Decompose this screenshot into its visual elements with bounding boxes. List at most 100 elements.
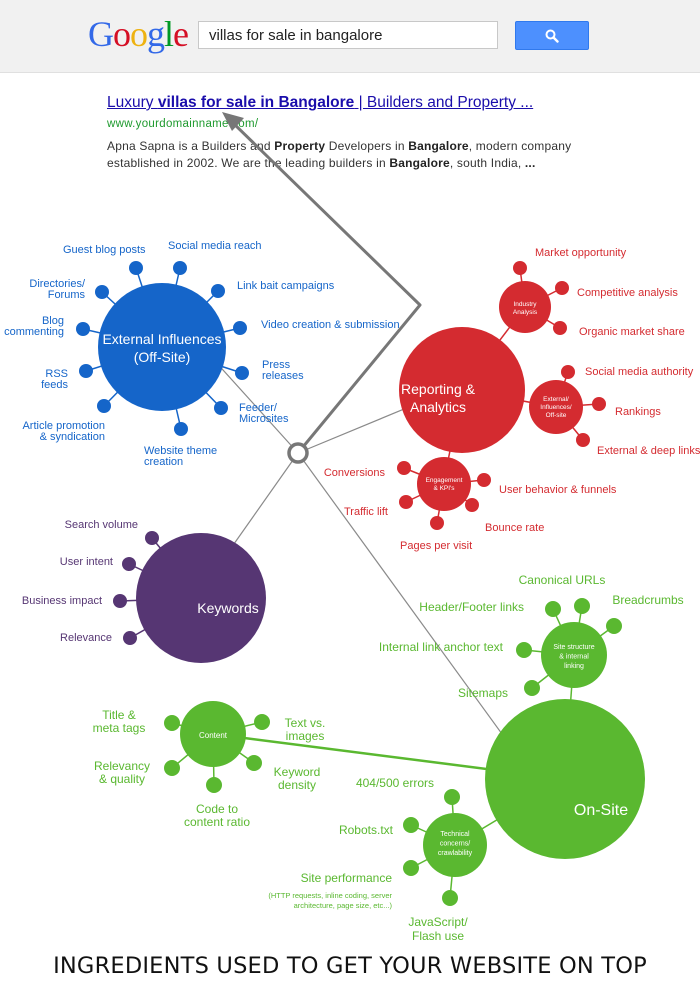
- label-line: Bounce rate: [485, 522, 544, 534]
- label-line: Microsites: [239, 413, 289, 425]
- reporting-analytics-label: Reporting &Analytics: [401, 381, 476, 415]
- leaf-dot: [430, 516, 444, 530]
- result-title-link[interactable]: Luxury villas for sale in Bangalore | Bu…: [107, 94, 627, 112]
- label-line: Directories/: [29, 278, 86, 290]
- reporting-analytics-circle: [399, 327, 525, 453]
- engagement-item-label: Pages per visit: [400, 540, 472, 552]
- label-line: architecture, page size, etc...): [294, 901, 393, 910]
- text-fragment: Bangalore: [389, 156, 450, 170]
- label-line: Site performance: [301, 871, 393, 885]
- label-line: (HTTP requests, inline coding, server: [268, 891, 392, 900]
- label-line: Site structure: [553, 644, 594, 651]
- leaf-dot: [76, 322, 90, 336]
- leaf-dot: [122, 557, 136, 571]
- site-structure-item-label: Sitemaps: [458, 686, 508, 700]
- external-item-label: Directories/Forums: [29, 278, 86, 301]
- label-line: Search volume: [65, 519, 138, 531]
- label-line: Header/Footer links: [419, 600, 524, 614]
- label-line: JavaScript/: [408, 915, 468, 929]
- text-fragment: Developers in: [325, 139, 409, 153]
- label-line: Press: [262, 359, 291, 371]
- external-item-label: Link bait campaigns: [237, 280, 335, 292]
- leaf-dot: [95, 285, 109, 299]
- label-line: Traffic lift: [344, 506, 388, 518]
- label-line: External/: [543, 396, 569, 403]
- keywords-circle: [136, 533, 266, 663]
- technical-item-label: Site performance: [301, 871, 393, 885]
- leaf-dot: [174, 422, 188, 436]
- technical-concerns-circle: [423, 813, 487, 877]
- footer-caption: INGREDIENTS USED TO GET YOUR WEBSITE ON …: [53, 953, 647, 979]
- label-line: Link bait campaigns: [237, 280, 335, 292]
- keyword-item-label: Business impact: [22, 595, 102, 607]
- google-logo[interactable]: Google: [88, 14, 189, 54]
- text-fragment: Apna Sapna is a Builders and: [107, 139, 275, 153]
- leaf-dot: [516, 642, 532, 658]
- label-line: Technical: [440, 831, 470, 838]
- leaf-dot: [145, 531, 159, 545]
- label-line: Content: [199, 731, 228, 740]
- external-item-label: Social media reach: [168, 240, 262, 252]
- text-fragment: Luxury: [107, 94, 158, 111]
- technical-item-label: JavaScript/Flash use: [408, 915, 468, 943]
- leaf-dot: [164, 760, 180, 776]
- search-input[interactable]: [198, 21, 498, 49]
- label-line: Code to: [196, 802, 238, 816]
- leaf-dot: [123, 631, 137, 645]
- label-line: content ratio: [184, 815, 250, 829]
- industry-item-label: Competitive analysis: [577, 287, 678, 299]
- content-circle: [180, 701, 246, 767]
- leaf-dot: [592, 397, 606, 411]
- label-line: User intent: [60, 556, 113, 568]
- label-line: Website theme: [144, 445, 217, 457]
- leaf-dot: [442, 890, 458, 906]
- logo-letter: e: [173, 14, 189, 54]
- logo-letter: G: [88, 14, 114, 54]
- industry-item-label: Market opportunity: [535, 247, 627, 259]
- leaf-dot: [254, 714, 270, 730]
- leaf-dot: [553, 321, 567, 335]
- label-line: Market opportunity: [535, 247, 627, 259]
- leaf-dot: [397, 461, 411, 475]
- label-line: releases: [262, 370, 304, 382]
- site-structure-item-label: Canonical URLs: [519, 573, 606, 587]
- external-influences-circle: [98, 283, 226, 411]
- technical-item-label: 404/500 errors: [356, 776, 434, 790]
- text-fragment: villas for sale in Bangalore: [157, 94, 355, 111]
- leaf-dot: [79, 364, 93, 378]
- leaf-dot: [513, 261, 527, 275]
- label-line: Guest blog posts: [63, 244, 146, 256]
- site-structure-item-label: Breadcrumbs: [612, 593, 683, 607]
- search-icon: [545, 29, 559, 43]
- label-line: Video creation & submission: [261, 319, 400, 331]
- external-item-label: Article promotion& syndication: [22, 420, 105, 443]
- hub-ring: [287, 442, 309, 464]
- label-line: Off-site: [546, 412, 567, 419]
- label-line: creation: [144, 456, 183, 468]
- leaf-dot: [113, 594, 127, 608]
- logo-letter: g: [147, 14, 165, 54]
- external-item-label: Video creation & submission: [261, 319, 400, 331]
- label-line: crawlability: [438, 850, 473, 857]
- label-line: & quality: [99, 772, 145, 786]
- keyword-item-label: Search volume: [65, 519, 138, 531]
- label-line: Industry: [513, 301, 537, 308]
- leaf-dot: [524, 680, 540, 696]
- label-line: Pages per visit: [400, 540, 472, 552]
- leaf-dot: [576, 433, 590, 447]
- result-url: www.yourdomainname.com/: [107, 118, 259, 130]
- search-button[interactable]: [515, 21, 589, 50]
- leaf-dot: [164, 715, 180, 731]
- label-line: RSS: [45, 368, 68, 380]
- label-line: Article promotion: [22, 420, 105, 432]
- label-line: Keyword: [274, 765, 321, 779]
- label-line: Social media authority: [585, 366, 694, 378]
- text-fragment: ...: [524, 156, 536, 170]
- leaf-dot: [233, 321, 247, 335]
